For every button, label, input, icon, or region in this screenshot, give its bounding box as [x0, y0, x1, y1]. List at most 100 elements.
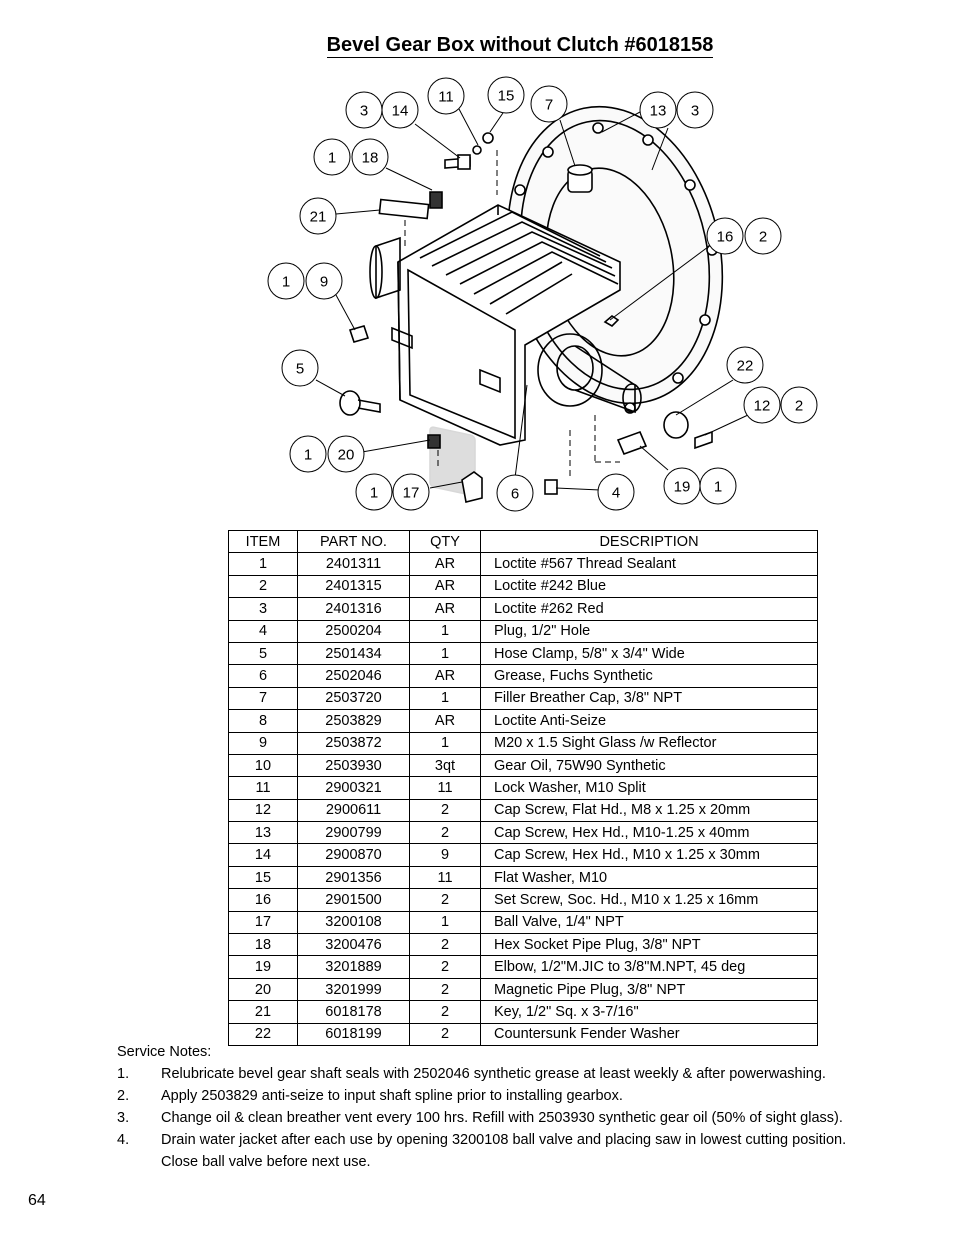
cell-part-no: 2501434 — [297, 641, 410, 666]
service-notes: Service Notes: 1. Relubricate bevel gear… — [117, 1041, 846, 1173]
callout-label: 20 — [338, 447, 355, 464]
cell-qty: AR — [409, 552, 481, 576]
cell-qty: 11 — [409, 776, 481, 800]
callout-1e — [699, 467, 737, 505]
note-text: Relubricate bevel gear shaft seals with … — [161, 1066, 826, 1082]
cell-qty: 11 — [409, 865, 481, 890]
callout-label: 4 — [612, 485, 620, 502]
cell-part-no: 2900799 — [297, 821, 410, 845]
cell-part-no: 3200476 — [297, 933, 410, 957]
cell-qty: 2 — [409, 888, 481, 912]
cell-description: Flat Washer, M10 — [480, 865, 818, 890]
cell-part-no: 2900611 — [297, 798, 410, 823]
callout-1 — [313, 138, 351, 176]
cell-qty: 1 — [409, 619, 481, 643]
callout-label: 1 — [304, 447, 312, 464]
header-part-no: PART NO. — [297, 529, 410, 554]
cell-part-no: 2500204 — [297, 619, 410, 643]
cell-item: 16 — [228, 888, 298, 912]
cell-description: Plug, 1/2" Hole — [480, 619, 818, 643]
callout-label: 16 — [717, 229, 734, 246]
cell-qty: 2 — [409, 977, 481, 1002]
cell-description: Lock Washer, M10 Split — [480, 776, 818, 800]
cell-part-no: 2503829 — [297, 709, 410, 733]
cell-item: 5 — [228, 641, 298, 666]
callout-label: 21 — [310, 209, 327, 226]
cell-description: Loctite #567 Thread Sealant — [480, 552, 818, 576]
callout-label: 2 — [795, 398, 803, 415]
cell-description: Loctite Anti-Seize — [480, 709, 818, 733]
cell-part-no: 3200108 — [297, 910, 410, 935]
callout-label: 1 — [328, 150, 336, 167]
assembly-lines — [404, 150, 620, 480]
cell-part-no: 2900321 — [297, 776, 410, 800]
cell-item: 1 — [228, 552, 298, 576]
callout-label: 5 — [296, 361, 304, 378]
callout-1c — [289, 435, 327, 473]
callout-label: 13 — [650, 103, 667, 120]
service-notes-title: Service Notes: — [117, 1044, 212, 1060]
callout-22 — [726, 346, 764, 384]
cell-qty: 2 — [409, 821, 481, 845]
cell-item: 8 — [228, 709, 298, 733]
cell-qty: 1 — [409, 910, 481, 935]
cell-description: Loctite #262 Red — [480, 597, 818, 621]
cell-description: Magnetic Pipe Plug, 3/8" NPT — [480, 977, 818, 1002]
service-note: 1. Relubricate bevel gear shaft seals wi… — [117, 1063, 826, 1085]
note-text: Apply 2503829 anti-seize to input shaft … — [161, 1088, 623, 1104]
note-number: 4. — [117, 1132, 130, 1148]
callout-4 — [597, 473, 635, 511]
callout-11 — [427, 77, 465, 115]
callout-2 — [744, 217, 782, 255]
callout-label: 15 — [498, 88, 515, 105]
cell-part-no: 2502046 — [297, 664, 410, 688]
cell-part-no: 2900870 — [297, 843, 410, 867]
cell-item: 21 — [228, 1000, 298, 1024]
note-text: Drain water jacket after each use by ope… — [161, 1132, 847, 1148]
callout-label: 1 — [370, 485, 378, 502]
callout-label: 22 — [737, 358, 754, 375]
cell-part-no: 2503872 — [297, 731, 410, 755]
cell-description: Grease, Fuchs Synthetic — [480, 664, 818, 688]
table-header-row: ITEM PART NO. QTY DESCRIPTION — [228, 529, 818, 554]
callout-bubbles — [267, 76, 818, 512]
cell-part-no: 3201999 — [297, 977, 410, 1002]
callout-label: 11 — [438, 89, 454, 106]
cell-qty: 9 — [409, 843, 481, 867]
service-note: 4. Drain water jacket after each use by … — [117, 1129, 846, 1151]
callout-label: 7 — [545, 97, 553, 114]
header-qty: QTY — [409, 529, 481, 554]
callout-21 — [299, 197, 337, 235]
cell-description: Cap Screw, Hex Hd., M10-1.25 x 40mm — [480, 821, 818, 845]
callout-9 — [305, 262, 343, 300]
cell-item: 10 — [228, 753, 298, 778]
callout-label: 1 — [282, 274, 290, 291]
callout-label: 3 — [691, 103, 699, 120]
callout-label: 19 — [674, 479, 691, 496]
cell-qty: 3qt — [409, 753, 481, 778]
cell-description: Cap Screw, Hex Hd., M10 x 1.25 x 30mm — [480, 843, 818, 867]
callout-1b — [267, 262, 305, 300]
callout-7 — [530, 85, 568, 123]
note-text: Change oil & clean breather vent every 1… — [161, 1110, 843, 1126]
cell-item: 18 — [228, 933, 298, 957]
cell-item: 14 — [228, 843, 298, 867]
cell-item: 2 — [228, 574, 298, 599]
cell-part-no: 6018199 — [297, 1022, 410, 1046]
callout-label: 12 — [754, 398, 771, 415]
